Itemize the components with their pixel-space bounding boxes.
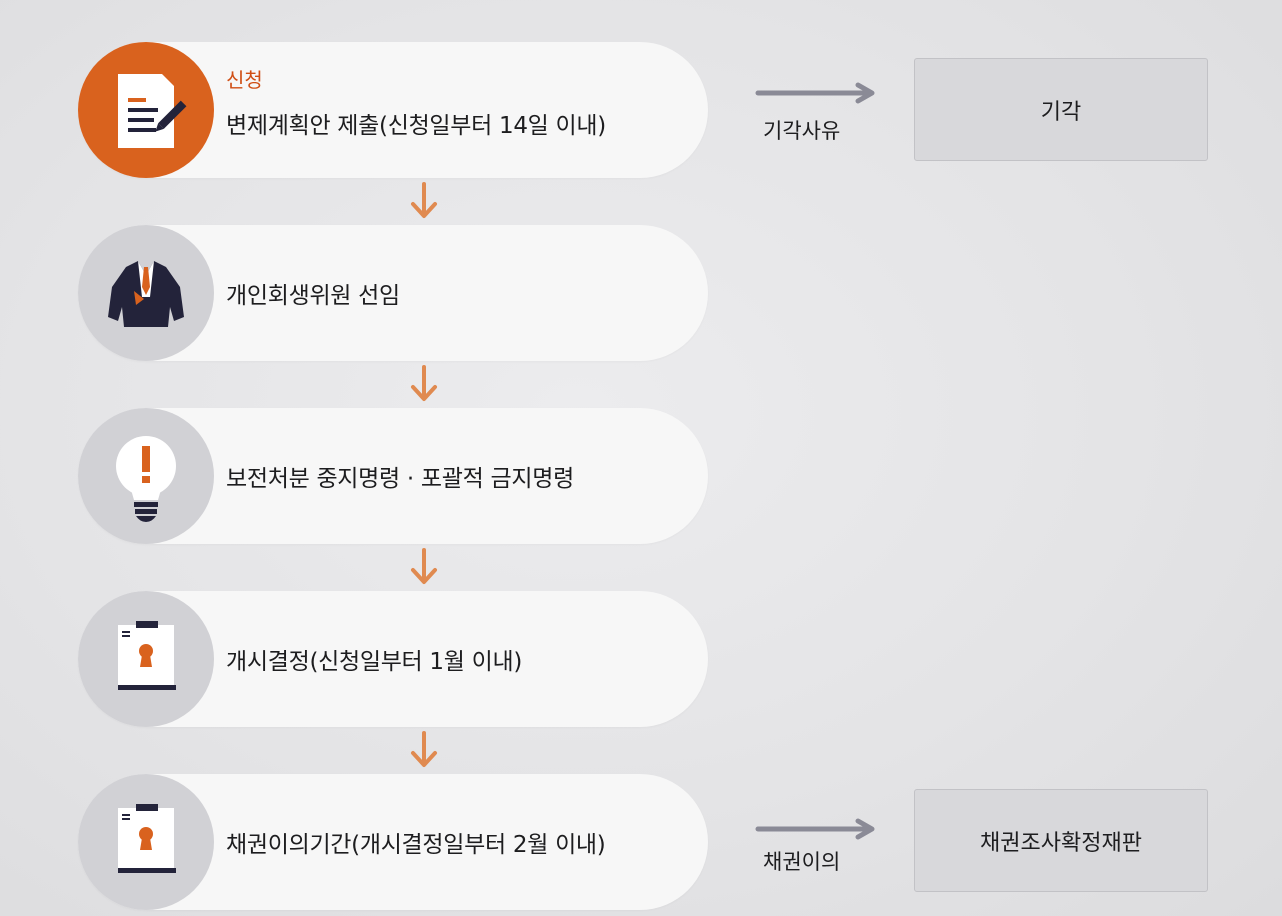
clipboard-keyhole-icon <box>118 804 176 873</box>
step-icon-circle <box>78 42 214 178</box>
lightbulb-exclamation-icon <box>116 436 176 522</box>
step-icon-circle <box>78 591 214 727</box>
step-commissioner-appointment: 개인회생위원 선임 <box>78 225 708 361</box>
step-label: 채권이의기간(개시결정일부터 2월 이내) <box>226 832 606 858</box>
right-arrow-icon <box>755 818 875 840</box>
step-preservation-order: 보전처분 중지명령 · 포괄적 금지명령 <box>78 408 708 544</box>
branch-result-box: 채권조사확정재판 <box>914 789 1208 892</box>
step-label: 보전처분 중지명령 · 포괄적 금지명령 <box>226 466 574 492</box>
down-arrow-icon <box>411 182 437 218</box>
step-commencement-decision: 개시결정(신청일부터 1월 이내) <box>78 591 708 727</box>
step-tag: 신청 <box>226 68 263 92</box>
down-arrow-icon <box>411 365 437 401</box>
step-label: 개인회생위원 선임 <box>226 283 400 309</box>
step-label: 개시결정(신청일부터 1월 이내) <box>226 649 523 675</box>
step-icon-circle <box>78 774 214 910</box>
branch-condition-label: 기각사유 <box>763 119 841 143</box>
step-icon-circle <box>78 225 214 361</box>
suit-icon <box>108 261 184 327</box>
down-arrow-icon <box>411 548 437 584</box>
step-icon-circle <box>78 408 214 544</box>
right-arrow-icon <box>755 82 875 104</box>
step-label: 변제계획안 제출(신청일부터 14일 이내) <box>226 113 606 139</box>
down-arrow-icon <box>411 731 437 767</box>
step-application: 신청 변제계획안 제출(신청일부터 14일 이내) <box>78 42 708 178</box>
step-claim-objection-period: 채권이의기간(개시결정일부터 2월 이내) <box>78 774 708 910</box>
branch-result-box: 기각 <box>914 58 1208 161</box>
document-pen-icon <box>118 74 187 148</box>
clipboard-keyhole-icon <box>118 621 176 690</box>
branch-condition-label: 채권이의 <box>763 850 841 874</box>
